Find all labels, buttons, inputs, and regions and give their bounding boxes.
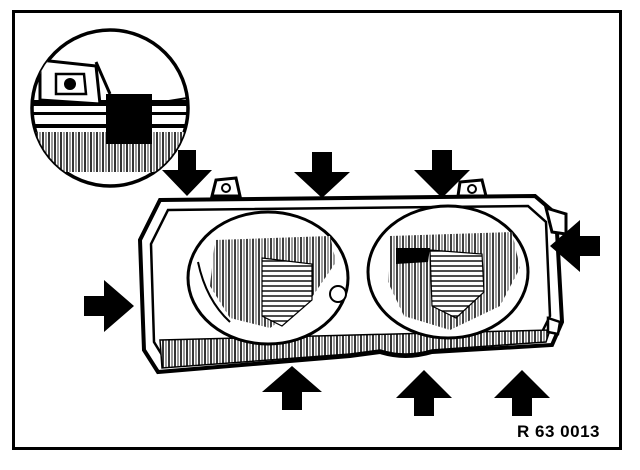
arrow-bottom-left: [262, 366, 322, 410]
reference-code: R 63 0013: [517, 422, 600, 441]
left-lamp: [186, 210, 350, 346]
arrow-left-side: [84, 280, 134, 332]
detail-inset: [30, 28, 190, 188]
arrow-right-side: [550, 220, 600, 272]
arrow-top-center: [294, 152, 350, 198]
arrow-top-left: [162, 150, 212, 196]
right-lamp: [366, 204, 530, 340]
arrow-bottom-center: [396, 370, 452, 416]
arrow-top-right: [414, 150, 470, 198]
arrow-bottom-right: [494, 370, 550, 416]
